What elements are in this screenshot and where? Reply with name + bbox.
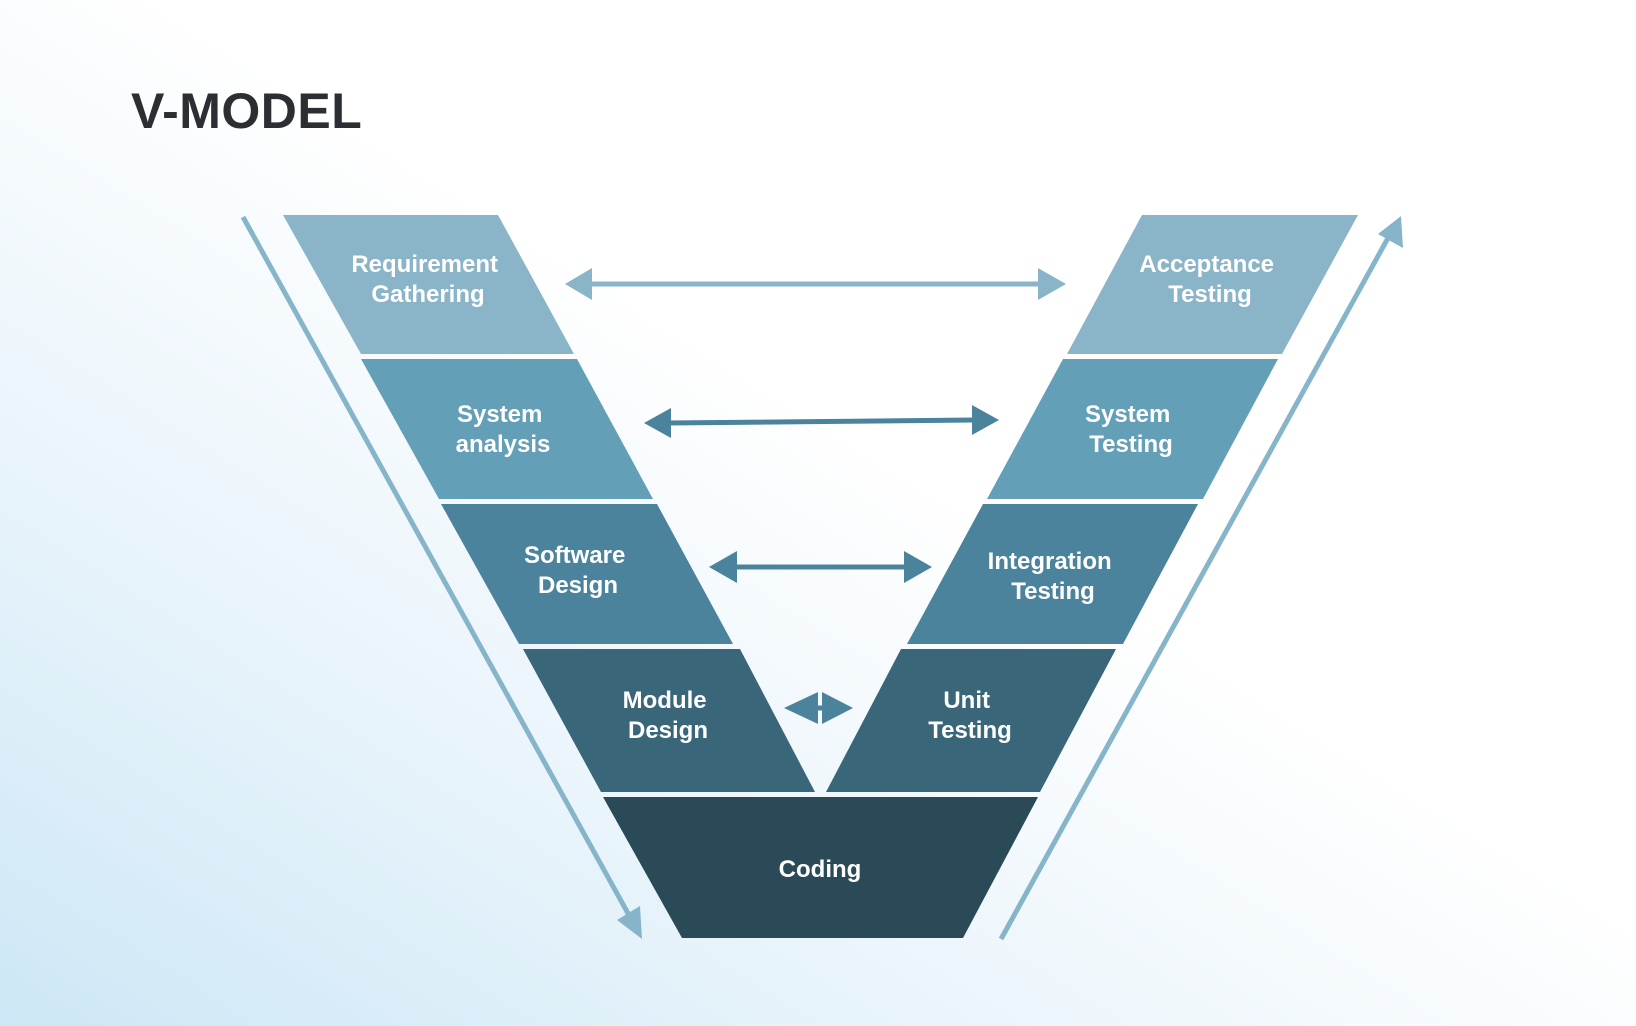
module-unit-link-arrow <box>784 692 853 724</box>
verification-flow-arrow <box>240 215 642 939</box>
software-design-label: Software Design <box>524 542 632 599</box>
analysis-system-testing-link-arrow <box>644 405 999 438</box>
requirement-acceptance-link-arrow <box>565 268 1066 300</box>
acceptance-testing-block <box>1067 215 1358 354</box>
page-title: V-MODEL <box>131 83 363 139</box>
system-analysis-block <box>361 359 653 499</box>
coding-block <box>603 797 1038 938</box>
unit-testing-block <box>826 649 1116 792</box>
module-design-label: Module Design <box>623 687 714 744</box>
unit-testing-label: Unit Testing <box>928 687 1012 744</box>
integration-testing-label: Integration Testing <box>988 548 1119 605</box>
validation-flow-arrow <box>998 216 1403 941</box>
software-design-block <box>441 504 733 644</box>
integration-testing-block <box>907 504 1198 644</box>
system-analysis-label: System analysis <box>456 401 551 458</box>
acceptance-testing-label: Acceptance Testing <box>1139 251 1280 308</box>
requirement-gathering-block <box>283 215 574 354</box>
design-integration-link-arrow <box>709 551 932 583</box>
coding-label: Coding <box>779 856 862 883</box>
requirement-gathering-label: Requirement Gathering <box>351 251 504 308</box>
system-testing-label: System Testing <box>1085 401 1177 458</box>
system-testing-block <box>987 359 1278 499</box>
module-design-block <box>523 649 815 792</box>
